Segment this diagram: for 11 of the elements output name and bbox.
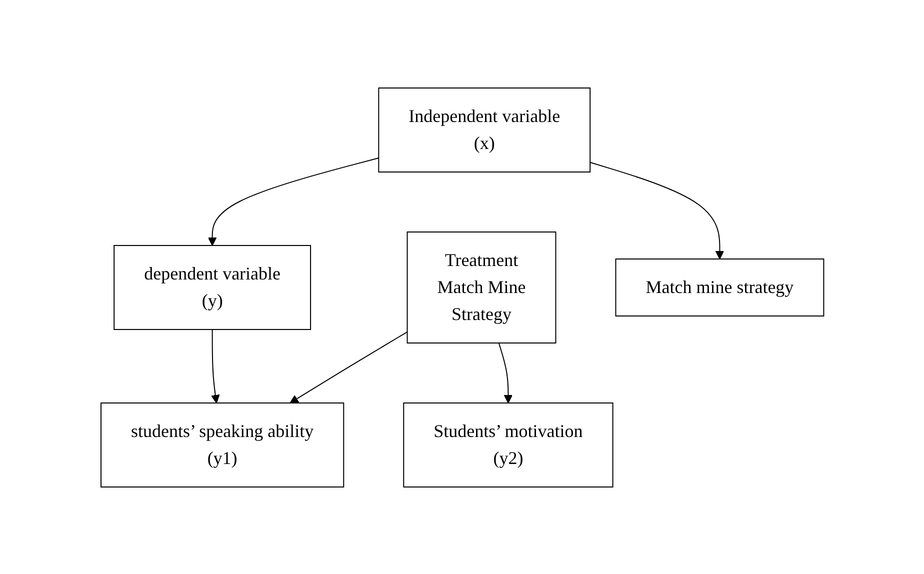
node-box: Independent variable (x): [378, 87, 590, 172]
node-box: Students’ motivation (y2): [402, 402, 613, 487]
arrow: [589, 161, 724, 259]
arrow: [208, 156, 379, 246]
node-box: Match mine strategy: [614, 258, 824, 316]
arrow: [210, 328, 220, 403]
node-box: dependent variable (y): [113, 244, 311, 330]
arrow: [289, 330, 408, 403]
node-box: students’ speaking ability (y1): [100, 402, 344, 487]
arrow: [498, 342, 512, 403]
node-box: Treatment Match Mine Strategy: [406, 231, 556, 343]
